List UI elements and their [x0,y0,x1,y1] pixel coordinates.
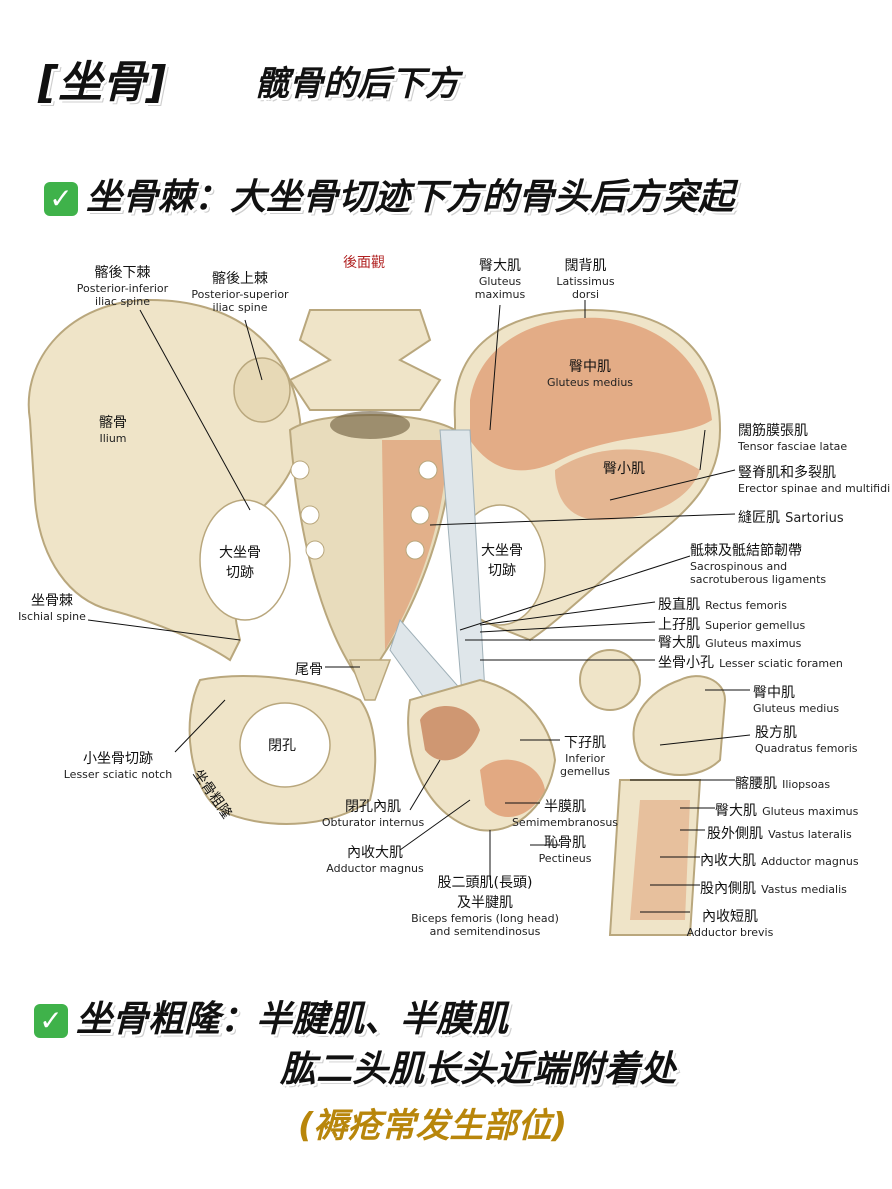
label-greater-sciatic-notch-right: 大坐骨 切跡 [481,543,523,579]
label-vastus-medialis: 股內側肌 Vastus medialis [700,881,847,897]
label-sartorius: 縫匠肌 Sartorius [738,510,844,526]
greater-trochanter [632,675,727,776]
checkmark-icon: ✓ [44,182,78,216]
label-inferior-gemellus: 下孖肌 Inferior gemellus [559,735,611,778]
label-quadratus-femoris: 股方肌 Quadratus femoris [755,725,858,755]
pressure-sore-note: (褥疮常发生部位) [298,1106,568,1146]
label-gluteus-medius-2: 臀中肌 Gluteus medius [753,685,840,715]
label-lesser-sciatic-notch: 小坐骨切跡 Lesser sciatic notch [63,751,173,781]
label-latissimus-dorsi: 闊背肌 Latissimus dorsi [556,258,615,301]
label-greater-sciatic-notch-left: 大坐骨 切跡 [219,545,261,581]
leader-lines [87,300,751,913]
lumbar-vertebra-bone [288,309,442,411]
label-psis: 髂後上棘 Posterior-superior iliac spine [191,271,289,314]
label-biceps-femoris: 股二頭肌(長頭) 及半腱肌 Biceps femoris (long head)… [411,875,559,938]
label-tfl: 闊筋膜張肌 Tensor fasciae latae [738,423,848,453]
gluteus-minimus-muscle [555,449,700,520]
obturator-internus-muscle [420,706,480,761]
gluteus-medius-muscle [470,317,712,471]
left-obturator-foramen [239,702,331,788]
label-superior-gemellus: 上孖肌 Superior gemellus [658,617,806,633]
label-adductor-brevis: 內收短肌 Adductor brevis [686,909,774,939]
label-obturator-internus: 閉孔內肌 Obturator internus [321,799,425,829]
label-rectus-femoris: 股直肌 Rectus femoris [658,597,787,613]
label-adductor-magnus-1: 內收大肌 Adductor magnus [326,845,424,875]
label-gluteus-maximus-3: 臀大肌 Gluteus maximus [715,803,859,819]
femoral-head [579,649,641,711]
label-ilium: 髂骨 Ilium [99,415,127,445]
label-piis: 髂後下棘 Posterior-inferior iliac spine [76,265,169,308]
page-title: [坐骨] [38,57,167,108]
label-gluteus-maximus-top: 臀大肌 Gluteus maximus [474,258,526,301]
label-ischial-spine: 坐骨棘 Ischial spine [18,593,86,623]
label-iliopsoas: 髂腰肌 Iliopsoas [735,776,831,792]
coccyx-bone [348,659,392,701]
femur-muscle-attachments [630,800,690,920]
label-vastus-lateralis: 股外側肌 Vastus lateralis [707,826,852,842]
point-ischial-spine-text: 坐骨棘：大坐骨切迹下方的骨头后方突起 [86,177,735,218]
label-adductor-magnus-2: 內收大肌 Adductor magnus [700,853,859,869]
label-pectineus: 恥骨肌 Pectineus [538,835,592,865]
point-ischial-tuberosity-line1: 坐骨粗隆：半腱肌、半膜肌 [76,999,509,1040]
label-gluteus-maximus-2: 臀大肌 Gluteus maximus [658,635,802,651]
label-obturator-foramen: 閉孔 [268,738,296,754]
point-ischial-tuberosity-line2: 肱二头肌长头近端附着处 [280,1049,677,1090]
label-erector-spinae: 豎脊肌和多裂肌 Erector spinae and multifidi [738,465,891,495]
page-subtitle: 髋骨的后下方 [255,64,459,104]
point-ischial-spine: ✓坐骨棘：大坐骨切迹下方的骨头后方突起 [44,168,734,220]
view-label: 後面觀 [343,255,385,271]
label-coccyx: 尾骨 [295,662,323,678]
label-gluteus-minimus: 臀小肌 [603,461,645,477]
label-lesser-sciatic-foramen: 坐骨小孔 Lesser sciatic foramen [658,655,843,671]
checkmark-icon: ✓ [34,1004,68,1038]
label-semimembranosus: 半膜肌 Semimembranosus [511,799,619,829]
label-gluteus-medius: 臀中肌 Gluteus medius [546,359,634,389]
left-psis-bone [233,357,291,423]
label-sacrospinous-ligaments: 骶棘及骶結節韌帶 Sacrospinous and sacrotuberous … [690,543,827,586]
point-ischial-tuberosity: ✓坐骨粗隆：半腱肌、半膜肌 [34,990,508,1042]
